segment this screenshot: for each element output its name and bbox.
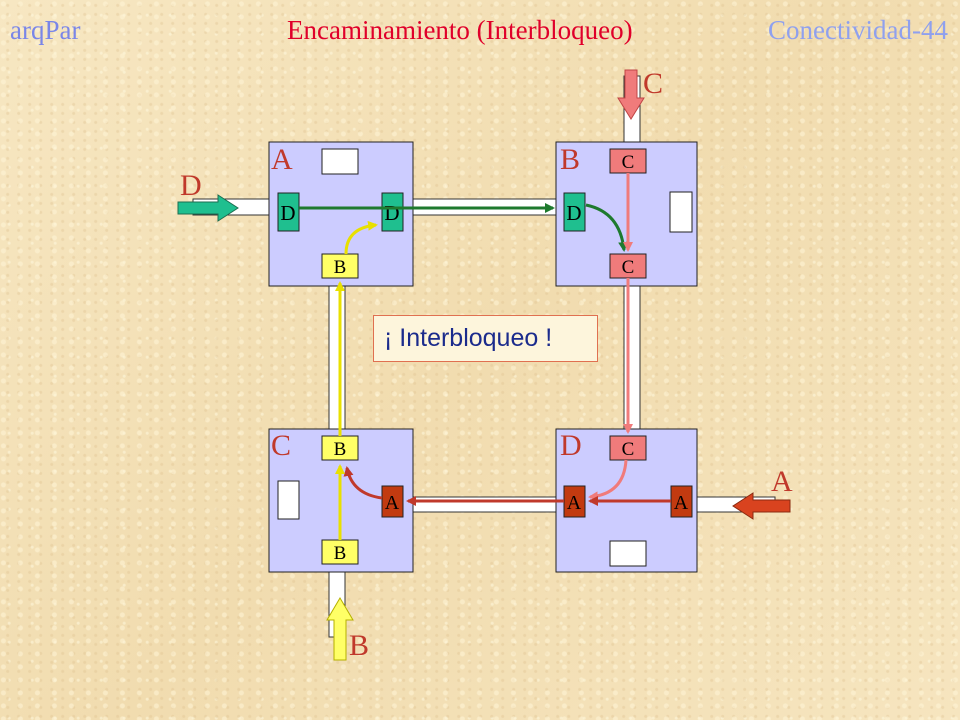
input-c-label: C <box>643 67 664 100</box>
buffer-a-bottom-label: B <box>334 257 347 278</box>
input-b-label: B <box>349 629 370 662</box>
buffer-b-bottom-label: C <box>622 257 635 278</box>
header-title: Encaminamiento (Interbloqueo) <box>287 15 633 45</box>
node-b-label: B <box>560 143 581 176</box>
buffer-b-top-label: C <box>622 152 635 173</box>
buffer-a-top-empty <box>321 148 359 175</box>
buffer-b-left <box>563 192 586 232</box>
buffer-c-bottom-label: B <box>334 543 347 564</box>
buffer-a-right <box>381 192 404 232</box>
node-d-label: D <box>560 429 582 462</box>
deadlock-message: ¡ Interbloqueo ! <box>373 315 598 362</box>
node-a-label: A <box>271 143 293 176</box>
buffer-d-right-label: A <box>674 492 689 514</box>
buffer-c-top-label: B <box>334 439 347 460</box>
buffer-c-left-empty <box>277 480 300 520</box>
path-d-turn <box>585 203 629 252</box>
buffer-b-top <box>609 148 647 174</box>
buffer-b-left-label: D <box>566 201 581 225</box>
buffer-b-right-empty <box>669 191 693 233</box>
buffer-d-bottom-empty <box>609 540 647 567</box>
buffer-a-left <box>277 192 300 232</box>
path-a-turn <box>343 466 383 500</box>
link-c-d <box>412 496 557 513</box>
link-b-d <box>623 285 641 430</box>
input-a-label: A <box>771 465 793 498</box>
input-arrow-a <box>732 492 791 520</box>
buffer-d-top-label: C <box>622 439 635 460</box>
buffer-c-top <box>321 435 359 461</box>
input-arrow-b <box>326 597 354 661</box>
input-arrow-c <box>617 69 645 120</box>
header-left: arqPar <box>10 15 81 45</box>
input-arrow-d <box>177 194 239 222</box>
buffer-c-right-label: A <box>385 492 400 514</box>
path-b-turn <box>344 220 378 255</box>
buffer-a-bottom <box>321 253 359 279</box>
buffer-d-left-label: A <box>567 492 582 514</box>
node-c-label: C <box>271 429 292 462</box>
buffer-a-left-label: D <box>280 201 295 225</box>
header-right: Conectividad-44 <box>768 15 948 45</box>
buffer-c-right <box>381 485 404 518</box>
link-a-c <box>328 285 346 430</box>
buffer-a-right-label: D <box>384 201 399 225</box>
input-d-label: D <box>180 169 202 202</box>
buffer-d-top <box>609 435 647 461</box>
